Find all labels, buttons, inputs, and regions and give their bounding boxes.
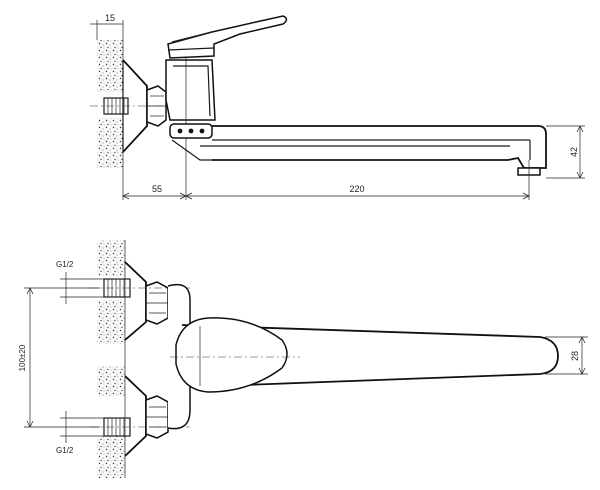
- dim-spout-height: 42: [546, 125, 585, 179]
- dim-55-label: 55: [152, 184, 162, 194]
- wall-upper: [97, 40, 123, 92]
- side-view: 15: [90, 13, 585, 200]
- dim-horizontal: 55 220: [122, 184, 530, 200]
- dim-100-label: 100±20: [18, 344, 27, 371]
- thread-label-bottom: G1/2: [56, 411, 130, 455]
- dim-28-label: 28: [570, 351, 580, 361]
- g12-bottom-label: G1/2: [56, 446, 74, 455]
- dim-center-distance: 100±20: [18, 287, 100, 428]
- dim-42-label: 42: [569, 147, 579, 157]
- dim-wall-thickness: 15: [90, 13, 123, 25]
- g12-top-label: G1/2: [56, 260, 74, 269]
- lever-front: [175, 317, 288, 393]
- dim-15-label: 15: [105, 13, 115, 23]
- spout: [212, 125, 547, 169]
- lever-handle: [167, 15, 288, 59]
- dim-spout-width: 28: [545, 336, 588, 375]
- wall-lower: [97, 118, 123, 168]
- mixer-body: [165, 59, 216, 121]
- front-view: G1/2 G1/2 100±20 28: [18, 240, 588, 478]
- inlet-bottom: [90, 375, 190, 457]
- dim-220-label: 220: [349, 184, 364, 194]
